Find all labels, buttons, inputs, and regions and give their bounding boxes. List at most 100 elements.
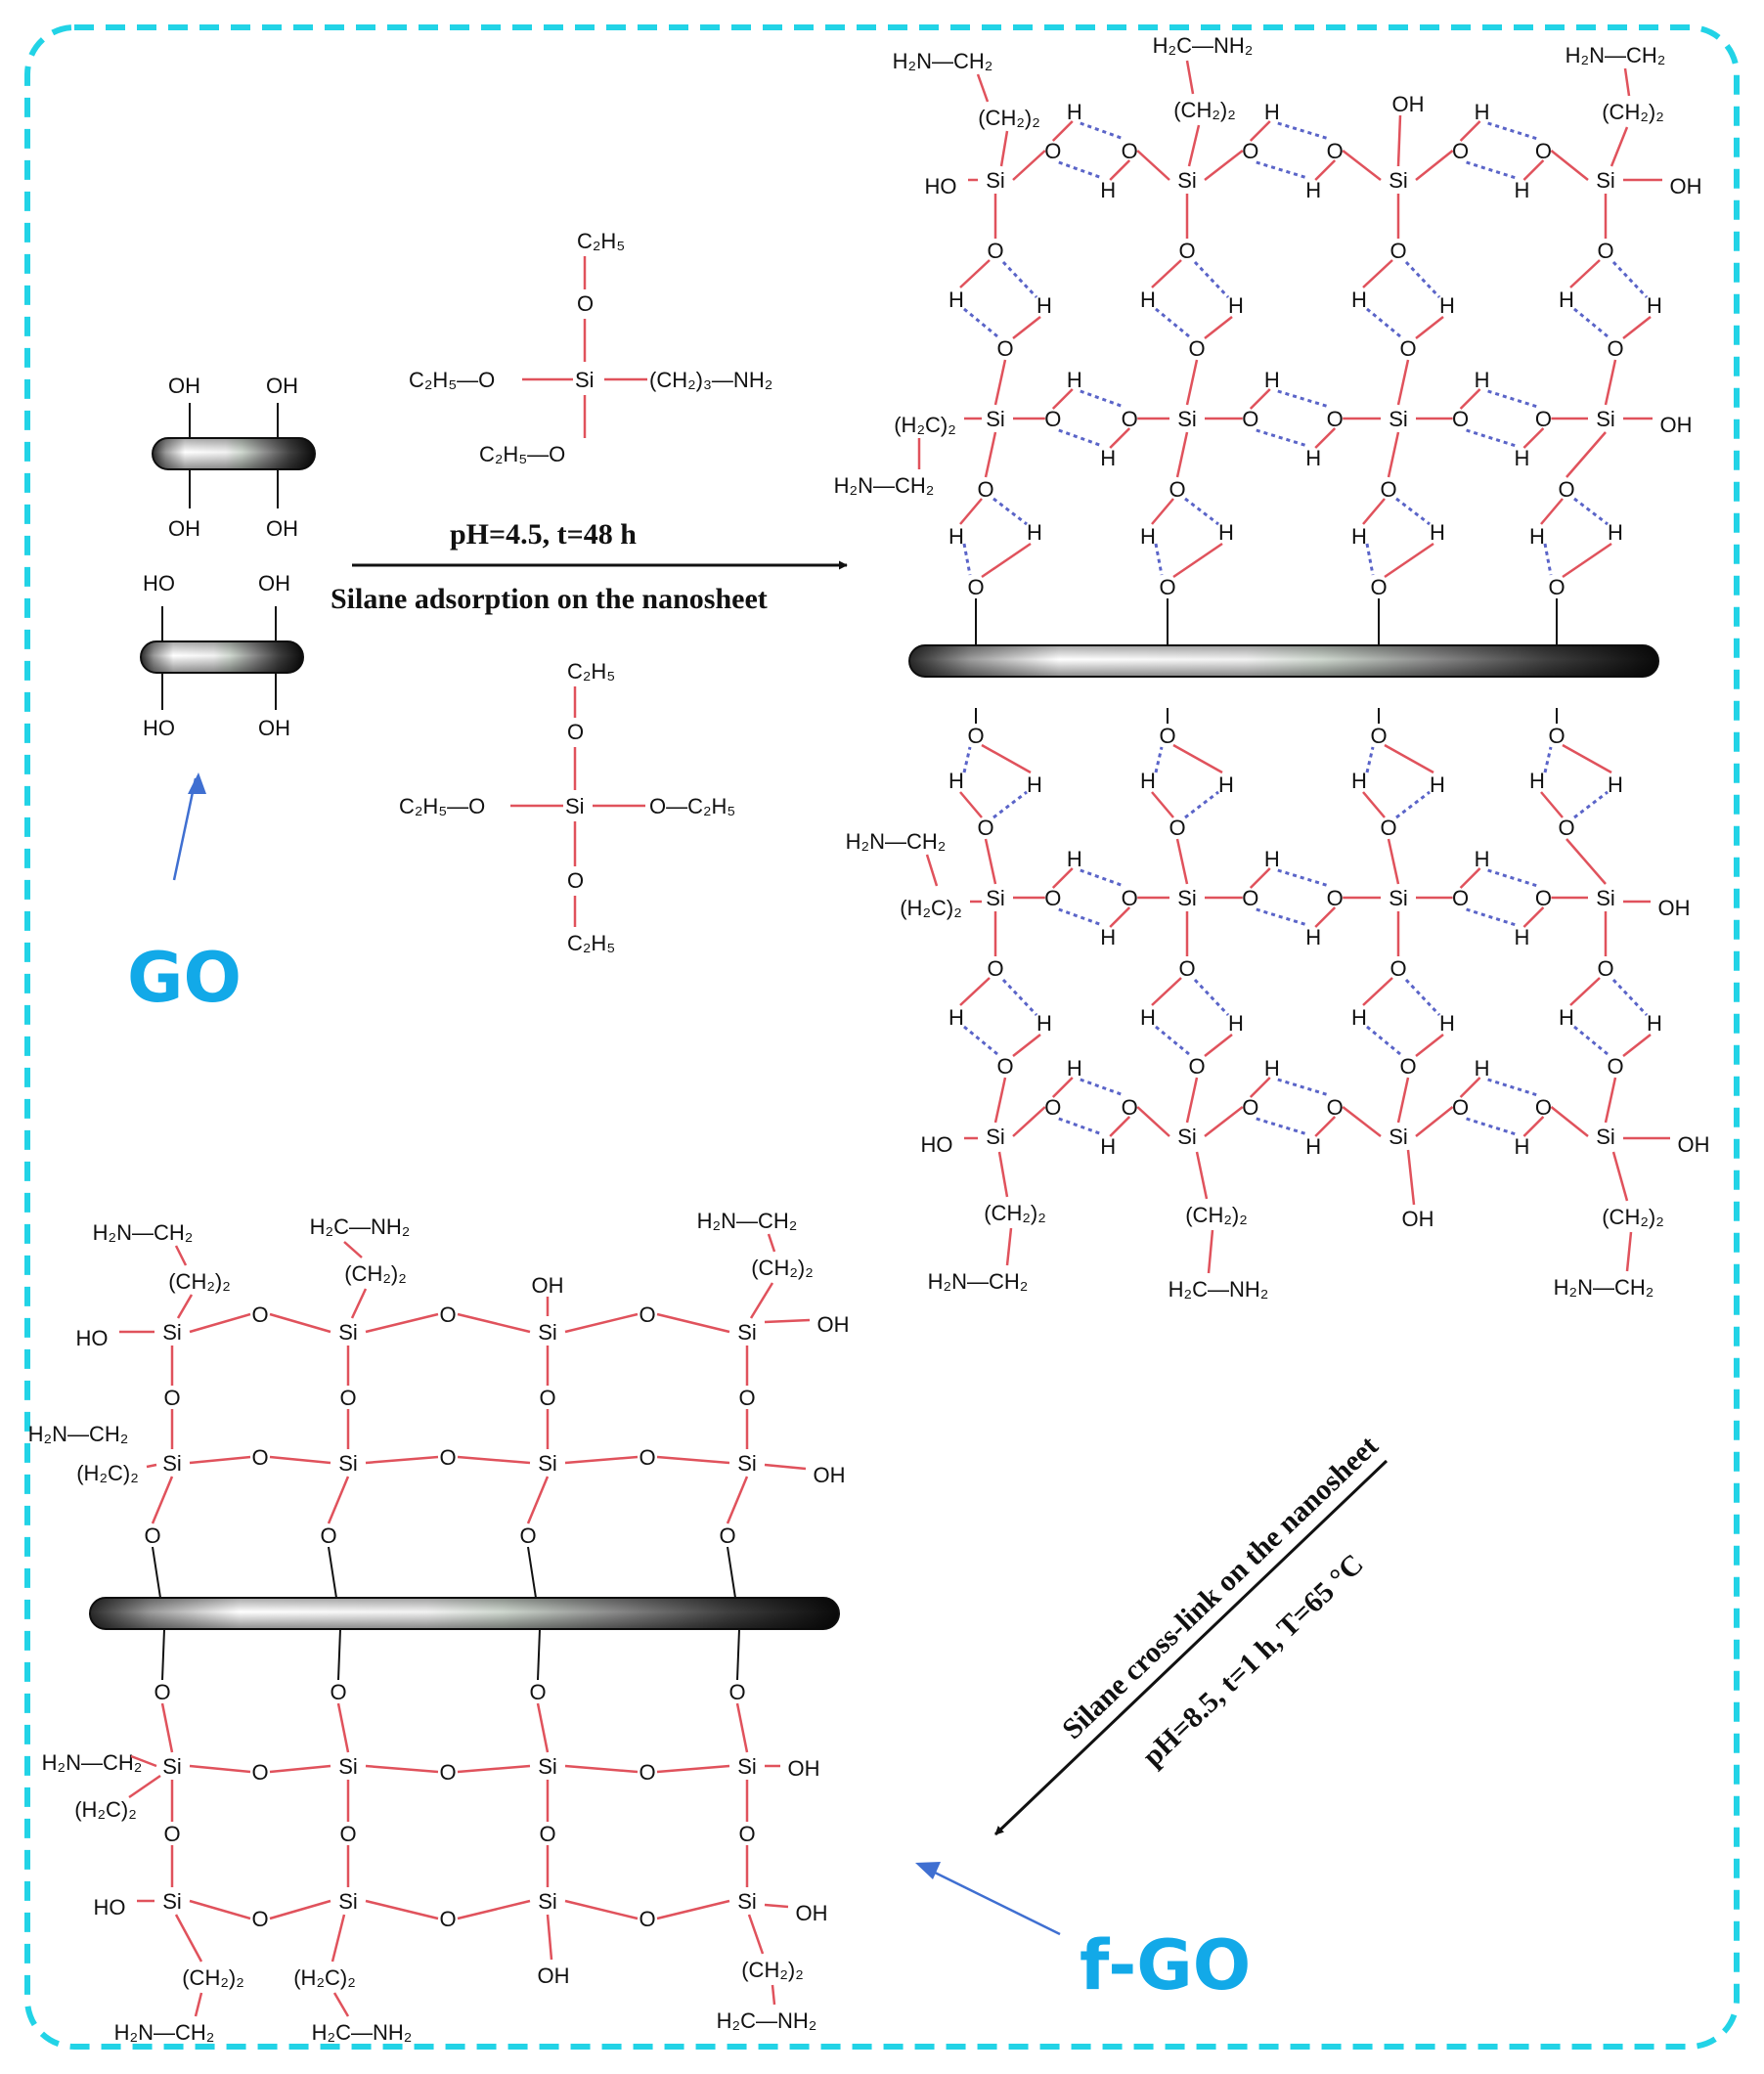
covalent-bond xyxy=(1204,1106,1244,1137)
atom-h: H xyxy=(1036,1011,1052,1036)
atom-h: H xyxy=(1529,524,1545,549)
covalent-bond xyxy=(764,1318,811,1324)
sheet-anchor-bond xyxy=(337,1628,341,1681)
atom-o: O xyxy=(1327,1095,1344,1120)
svg-text:HO: HO xyxy=(143,716,175,740)
covalent-bond xyxy=(269,1312,331,1334)
hydrogen-bond xyxy=(1058,907,1103,927)
covalent-bond xyxy=(1175,431,1189,478)
atom-oh: OH xyxy=(814,1463,846,1487)
atom-o: O xyxy=(251,1445,268,1470)
covalent-bond xyxy=(174,1245,188,1266)
atom-oh: OH xyxy=(1660,413,1693,437)
atom-ch2_2: (CH₂)₂ xyxy=(751,1256,814,1280)
atom-o: O xyxy=(1188,1054,1205,1079)
fgo-label: f-GO xyxy=(1080,1925,1251,2006)
sheet-anchor-bond xyxy=(727,1546,736,1599)
covalent-bond xyxy=(1522,906,1545,928)
hydrogen-bond xyxy=(1058,428,1103,448)
atom-h: H xyxy=(1067,368,1082,392)
atom-o: O xyxy=(996,336,1013,361)
atom-h2n_ch2: H₂N—CH₂ xyxy=(28,1422,129,1446)
covalent-bond xyxy=(993,359,1007,406)
atom-o: O xyxy=(1548,575,1565,599)
hydrogen-bond xyxy=(1487,389,1538,409)
hydrogen-bond xyxy=(1573,790,1609,819)
covalent-bond xyxy=(128,1774,161,1799)
covalent-bond xyxy=(656,1764,730,1774)
atom-h: H xyxy=(1559,287,1574,312)
atom-o: O xyxy=(1159,724,1175,748)
atom-o: O xyxy=(1370,724,1387,748)
covalent-bond xyxy=(656,1312,730,1334)
atom-h2c_2: (H₂C)₂ xyxy=(293,1965,356,1990)
atom-o: O xyxy=(251,1760,268,1785)
atom-o: O xyxy=(1327,886,1344,910)
atom-oh: OH xyxy=(1658,896,1691,920)
covalent-bond xyxy=(1185,1077,1199,1124)
hydrogen-bond xyxy=(1573,497,1609,526)
atom-ch2_2: (CH₂)₂ xyxy=(1602,100,1664,124)
covalent-bond xyxy=(1204,316,1233,339)
atom-h2c_nh2: H₂C—NH₂ xyxy=(312,2020,413,2045)
covalent-bond xyxy=(189,1899,251,1920)
covalent-bond xyxy=(997,1151,1009,1198)
covalent-bond xyxy=(564,1764,639,1774)
step1-condition-line2: Silane adsorption on the nanosheet xyxy=(331,583,768,615)
covalent-bond xyxy=(1109,159,1131,181)
sheet-anchor-bond xyxy=(152,1546,161,1599)
covalent-bond xyxy=(1051,120,1074,142)
atom-o: O xyxy=(1169,816,1185,840)
covalent-bond xyxy=(1136,1106,1170,1137)
covalent-bond xyxy=(1051,867,1074,889)
atom-h: H xyxy=(1067,847,1082,871)
go-sheets: OH OH OH OH HO OH HO OH xyxy=(140,374,316,740)
svg-text:OH: OH xyxy=(168,374,200,398)
atom-h: H xyxy=(1140,524,1156,549)
atom-h: H xyxy=(948,769,964,793)
silicon-atom: Si xyxy=(986,886,1005,910)
atom-h: H xyxy=(1264,368,1280,392)
atom-ch2_2: (CH₂)₂ xyxy=(168,1269,231,1294)
hydrogen-bond xyxy=(992,790,1028,819)
svg-text:C₂H₅—O: C₂H₅—O xyxy=(399,794,485,818)
sheet-anchor-bond xyxy=(161,1628,165,1681)
covalent-bond xyxy=(1204,150,1244,181)
aptes-molecule: C₂H₅ O C₂H₅—O Si (CH₂)₃—NH₂ C₂H₅—O xyxy=(409,229,772,466)
covalent-bond xyxy=(1610,126,1629,167)
svg-text:Si: Si xyxy=(575,368,595,392)
covalent-bond xyxy=(1611,1151,1629,1202)
atom-o: O xyxy=(1607,336,1623,361)
atom-h: H xyxy=(1027,772,1042,797)
atom-h2n_ch2: H₂N—CH₂ xyxy=(893,49,993,73)
silicon-atom: Si xyxy=(338,1320,358,1345)
atom-h: H xyxy=(1439,1011,1455,1036)
atom-h: H xyxy=(1067,100,1082,124)
atom-o: O xyxy=(987,239,1003,263)
atom-h: H xyxy=(1351,1005,1367,1030)
atom-o: O xyxy=(1380,816,1396,840)
covalent-bond xyxy=(332,1992,350,2017)
atom-o: O xyxy=(1452,139,1469,163)
atom-o: O xyxy=(320,1523,336,1548)
silicon-atom: Si xyxy=(538,1889,557,1914)
covalent-bond xyxy=(546,1914,553,1961)
hydrogen-bond xyxy=(1277,389,1330,409)
covalent-bond xyxy=(726,1476,749,1524)
atom-o: O xyxy=(1535,1095,1552,1120)
silicon-atom: Si xyxy=(986,407,1005,431)
covalent-bond xyxy=(1012,1034,1041,1057)
atom-h: H xyxy=(1100,446,1116,470)
hydrogen-bond xyxy=(1154,543,1164,576)
covalent-bond xyxy=(1562,542,1612,579)
covalent-bond xyxy=(1172,542,1223,579)
atom-h: H xyxy=(1647,293,1662,318)
atom-oh: OH xyxy=(1402,1207,1434,1231)
covalent-bond xyxy=(1342,150,1382,181)
silicon-atom: Si xyxy=(538,1320,557,1345)
atom-o: O xyxy=(977,816,993,840)
silicon-atom: Si xyxy=(986,1125,1005,1149)
atom-h2c_2: (H₂C)₂ xyxy=(894,413,956,437)
atom-o: O xyxy=(987,956,1003,981)
covalent-bond xyxy=(1012,316,1041,339)
